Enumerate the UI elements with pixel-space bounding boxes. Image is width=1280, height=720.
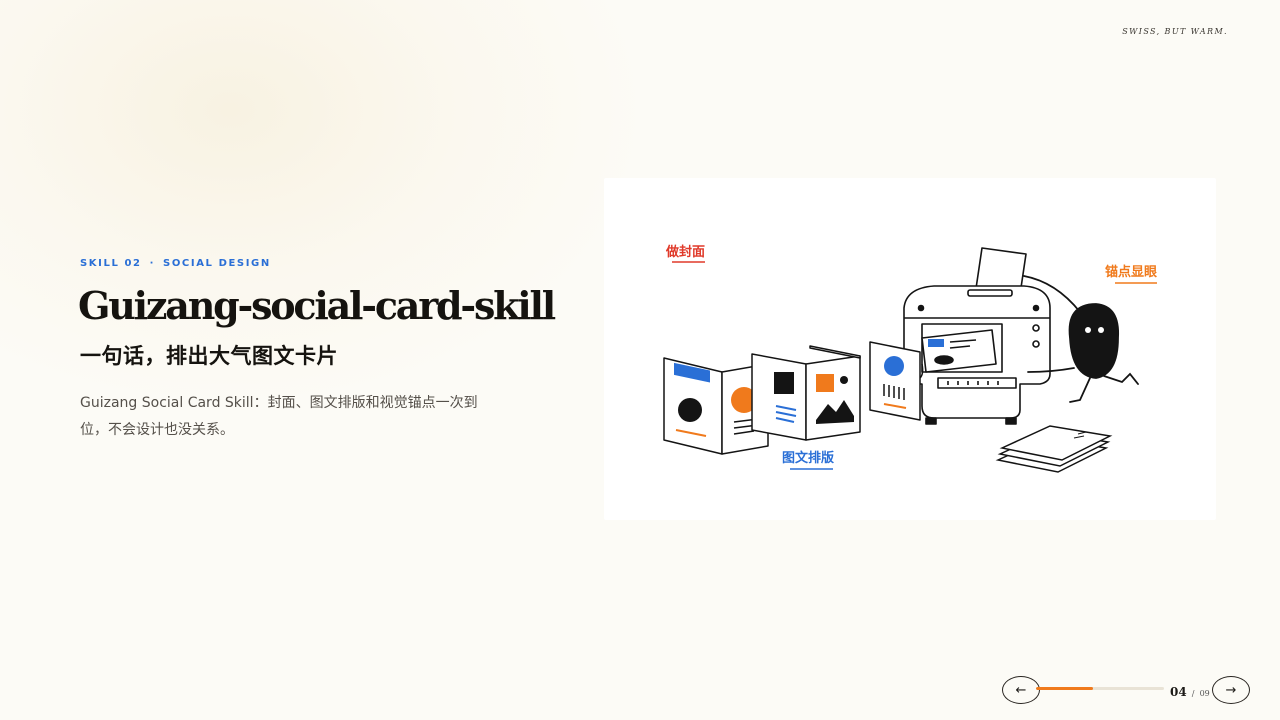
total-slides-number: 09 bbox=[1199, 689, 1210, 698]
slide-pager: ← 04 / 09 → bbox=[1002, 676, 1250, 704]
eyebrow: SKILL 02 · SOCIAL DESIGN bbox=[80, 258, 271, 269]
progress-bar-fill bbox=[1036, 687, 1093, 690]
slide-counter-separator: / bbox=[1191, 689, 1195, 698]
slide-title: Guizang-social-card-skill bbox=[78, 283, 556, 328]
folded-cards bbox=[663, 341, 924, 455]
label-cover: 做封面 bbox=[665, 244, 705, 260]
eyebrow-separator: · bbox=[149, 258, 156, 269]
prev-slide-button[interactable]: ← bbox=[1002, 676, 1040, 704]
slide-counter: 04 / 09 bbox=[1170, 681, 1210, 700]
next-slide-button[interactable]: → bbox=[1212, 676, 1250, 704]
arrow-right-icon: → bbox=[1225, 682, 1237, 698]
printer-illustration: 做封面 锚点显眼 图文排版 bbox=[663, 244, 1158, 473]
printer bbox=[903, 247, 1051, 425]
slide-subtitle: 一句话，排出大气图文卡片 bbox=[80, 343, 338, 368]
current-slide-number: 04 bbox=[1170, 685, 1187, 699]
eyebrow-skill: SKILL 02 bbox=[80, 258, 142, 269]
label-anchor: 锚点显眼 bbox=[1105, 264, 1158, 280]
eyebrow-category: SOCIAL DESIGN bbox=[163, 258, 271, 269]
paper-stack bbox=[995, 425, 1113, 473]
label-layout: 图文排版 bbox=[782, 450, 834, 466]
progress-bar bbox=[1036, 687, 1164, 690]
illustration-card: 做封面 锚点显眼 图文排版 bbox=[604, 178, 1216, 520]
arrow-left-icon: ← bbox=[1015, 682, 1027, 698]
slide-description: Guizang Social Card Skill：封面、图文排版和视觉锚点一次… bbox=[80, 395, 478, 438]
character bbox=[1023, 275, 1139, 403]
tagline: SWISS, BUT WARM. bbox=[1122, 27, 1228, 36]
